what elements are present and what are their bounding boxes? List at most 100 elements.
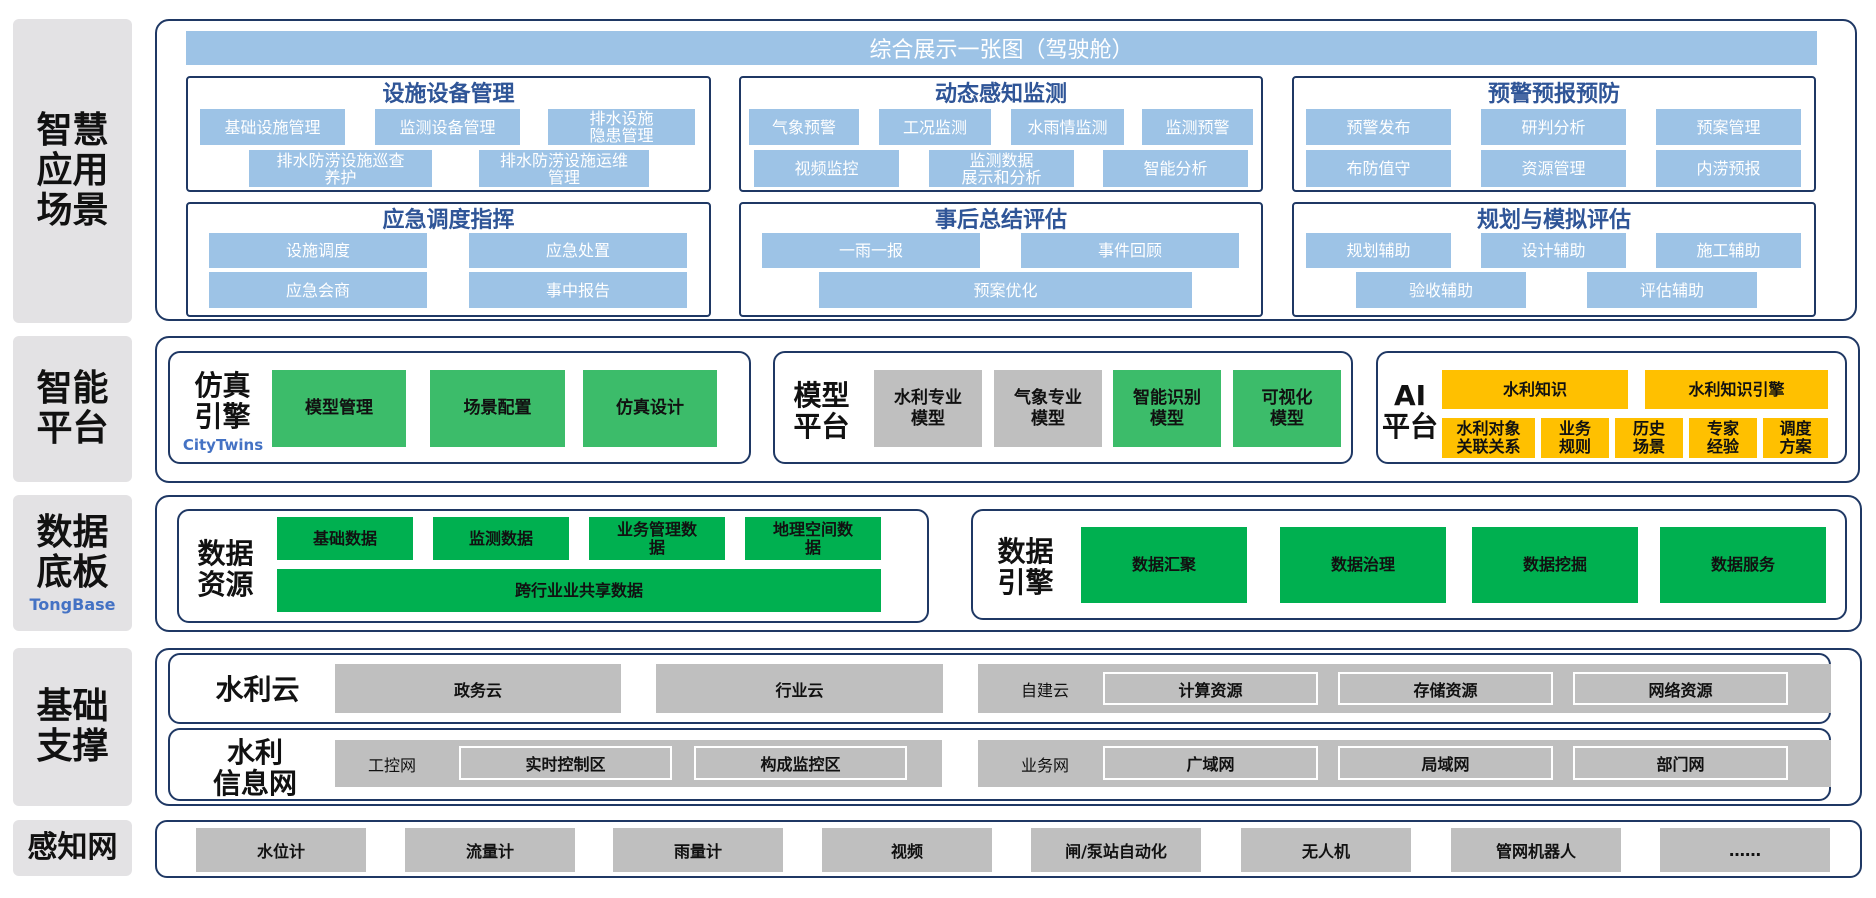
data-engine-item[interactable]: 数据汇聚 (1081, 527, 1247, 603)
section-title: 事后总结评估 (934, 208, 1067, 233)
app-item[interactable]: 排水设施 隐患管理 (548, 109, 695, 145)
data-engine-item[interactable]: 数据治理 (1280, 527, 1446, 603)
app-item[interactable]: 应急会商 (209, 272, 427, 308)
app-item[interactable]: 评估辅助 (1587, 272, 1757, 308)
ai-item[interactable]: 水利知识引擎 (1645, 370, 1828, 409)
app-item[interactable]: 应急处置 (469, 233, 687, 268)
sensor-item[interactable]: 视频 (822, 828, 992, 872)
sidebar-smart-platform: 智能 平台 (13, 336, 132, 482)
cloud-item[interactable]: 行业云 (656, 664, 943, 713)
app-item[interactable]: 设施调度 (209, 233, 427, 268)
sensor-item[interactable]: 雨量计 (613, 828, 783, 872)
app-item[interactable]: 内涝预报 (1656, 150, 1801, 187)
layer-label: 感知网 (27, 830, 118, 865)
self-built-cloud-label: 自建云 (1020, 680, 1069, 700)
sensor-item[interactable]: 无人机 (1241, 828, 1411, 872)
app-item[interactable]: 基础设施管理 (200, 109, 345, 145)
sensor-item[interactable]: …… (1660, 828, 1830, 872)
network-item[interactable]: 部门网 (1573, 746, 1788, 780)
platform-item[interactable]: 可视化 模型 (1233, 370, 1341, 447)
app-item[interactable]: 预警发布 (1306, 109, 1451, 145)
ai-item[interactable]: 专家 经验 (1689, 418, 1757, 458)
sidebar-data-base: 数据 底板 TongBase (13, 495, 132, 631)
app-item[interactable]: 事中报告 (469, 272, 687, 308)
app-item[interactable]: 设计辅助 (1481, 233, 1626, 268)
section-title: 规划与模拟评估 (1476, 208, 1631, 233)
app-item[interactable]: 水雨情监测 (1011, 109, 1124, 145)
sidebar-sensing: 感知网 (13, 820, 132, 876)
data-engine-item[interactable]: 数据服务 (1660, 527, 1826, 603)
data-engine-title: 数据 引擎 (997, 535, 1054, 599)
app-item[interactable]: 资源管理 (1481, 150, 1626, 187)
app-item[interactable]: 验收辅助 (1356, 272, 1526, 308)
network-item[interactable]: 广域网 (1103, 746, 1318, 780)
app-item[interactable]: 监测设备管理 (375, 109, 520, 145)
data-engine-item[interactable]: 数据挖掘 (1472, 527, 1638, 603)
platform-item[interactable]: 仿真设计 (583, 370, 717, 447)
app-item[interactable]: 智能分析 (1103, 150, 1248, 187)
app-item[interactable]: 规划辅助 (1306, 233, 1451, 268)
ai-item[interactable]: 业务 规则 (1541, 418, 1609, 458)
app-item[interactable]: 工况监测 (879, 109, 991, 145)
sidebar-smart-app: 智慧 应用 场景 (13, 19, 132, 323)
data-resources-title: 数据 资源 (197, 537, 254, 601)
app-item[interactable]: 事件回顾 (1021, 233, 1239, 268)
section-title: 应急调度指挥 (382, 208, 515, 233)
platform-item[interactable]: 智能识别 模型 (1113, 370, 1221, 447)
control-zone-item[interactable]: 构成监控区 (694, 746, 907, 780)
layer-label: 数据 底板 (36, 511, 109, 593)
layer-sublabel: TongBase (29, 594, 116, 614)
layer-label: 基础 支撑 (36, 686, 109, 767)
ai-item[interactable]: 调度 方案 (1763, 418, 1828, 458)
shared-data-item[interactable]: 跨行业业共享数据 (277, 569, 881, 612)
section-title: 动态感知监测 (934, 82, 1067, 107)
cloud-resource-item[interactable]: 计算资源 (1103, 672, 1318, 705)
sensor-item[interactable]: 管网机器人 (1451, 828, 1621, 872)
data-item[interactable]: 业务管理数 据 (589, 517, 725, 560)
network-title: 水利 信息网 (212, 736, 297, 800)
dashboard-banner[interactable]: 综合展示一张图（驾驶舱） (186, 31, 1817, 65)
cloud-resource-item[interactable]: 网络资源 (1573, 672, 1788, 705)
app-item[interactable]: 监测预警 (1142, 109, 1253, 145)
app-item[interactable]: 气象预警 (749, 109, 859, 145)
app-item[interactable]: 视频监控 (754, 150, 899, 187)
cloud-title: 水利云 (215, 673, 300, 706)
cloud-resource-item[interactable]: 存储资源 (1338, 672, 1553, 705)
app-item[interactable]: 排水防涝设施巡查 养护 (249, 150, 432, 187)
model-platform-title: 模型 平台 (793, 379, 850, 443)
control-zone-item[interactable]: 实时控制区 (459, 746, 672, 780)
data-item[interactable]: 地理空间数 据 (745, 517, 881, 560)
sensor-item[interactable]: 闸/泵站自动化 (1031, 828, 1201, 872)
data-item[interactable]: 监测数据 (433, 517, 569, 560)
cloud-item[interactable]: 政务云 (335, 664, 621, 713)
app-item[interactable]: 布防值守 (1306, 150, 1451, 187)
layer-label: 智慧 应用 场景 (36, 110, 109, 231)
platform-item[interactable]: 水利专业 模型 (874, 370, 982, 447)
business-net-label: 业务网 (1020, 755, 1069, 775)
platform-item[interactable]: 气象专业 模型 (994, 370, 1102, 447)
section-title: 设施设备管理 (382, 82, 515, 107)
sidebar-infra: 基础 支撑 (13, 648, 132, 806)
app-item[interactable]: 预案优化 (819, 272, 1192, 308)
platform-item[interactable]: 模型管理 (272, 370, 406, 447)
sensor-item[interactable]: 流量计 (405, 828, 575, 872)
app-item[interactable]: 排水防涝设施运维 管理 (479, 150, 649, 187)
section-title: 预警预报预防 (1487, 82, 1620, 107)
sensor-item[interactable]: 水位计 (196, 828, 366, 872)
platform-item[interactable]: 场景配置 (430, 370, 565, 447)
ai-item[interactable]: 水利知识 (1442, 370, 1628, 409)
data-item[interactable]: 基础数据 (277, 517, 413, 560)
app-item[interactable]: 监测数据 展示和分析 (929, 150, 1074, 187)
layer-label: 智能 平台 (36, 368, 109, 449)
sim-engine-title: 仿真 引擎 (194, 369, 251, 433)
ai-item[interactable]: 水利对象 关联关系 (1442, 418, 1535, 458)
network-item[interactable]: 局域网 (1338, 746, 1553, 780)
citytwins-label: CityTwins (182, 436, 264, 454)
app-item[interactable]: 预案管理 (1656, 109, 1801, 145)
ai-item[interactable]: 历史 场景 (1615, 418, 1683, 458)
app-item[interactable]: 施工辅助 (1656, 233, 1801, 268)
app-item[interactable]: 研判分析 (1481, 109, 1626, 145)
app-item[interactable]: 一雨一报 (762, 233, 980, 268)
industrial-net-label: 工控网 (367, 755, 416, 775)
ai-platform-title: AI 平台 (1381, 379, 1438, 443)
